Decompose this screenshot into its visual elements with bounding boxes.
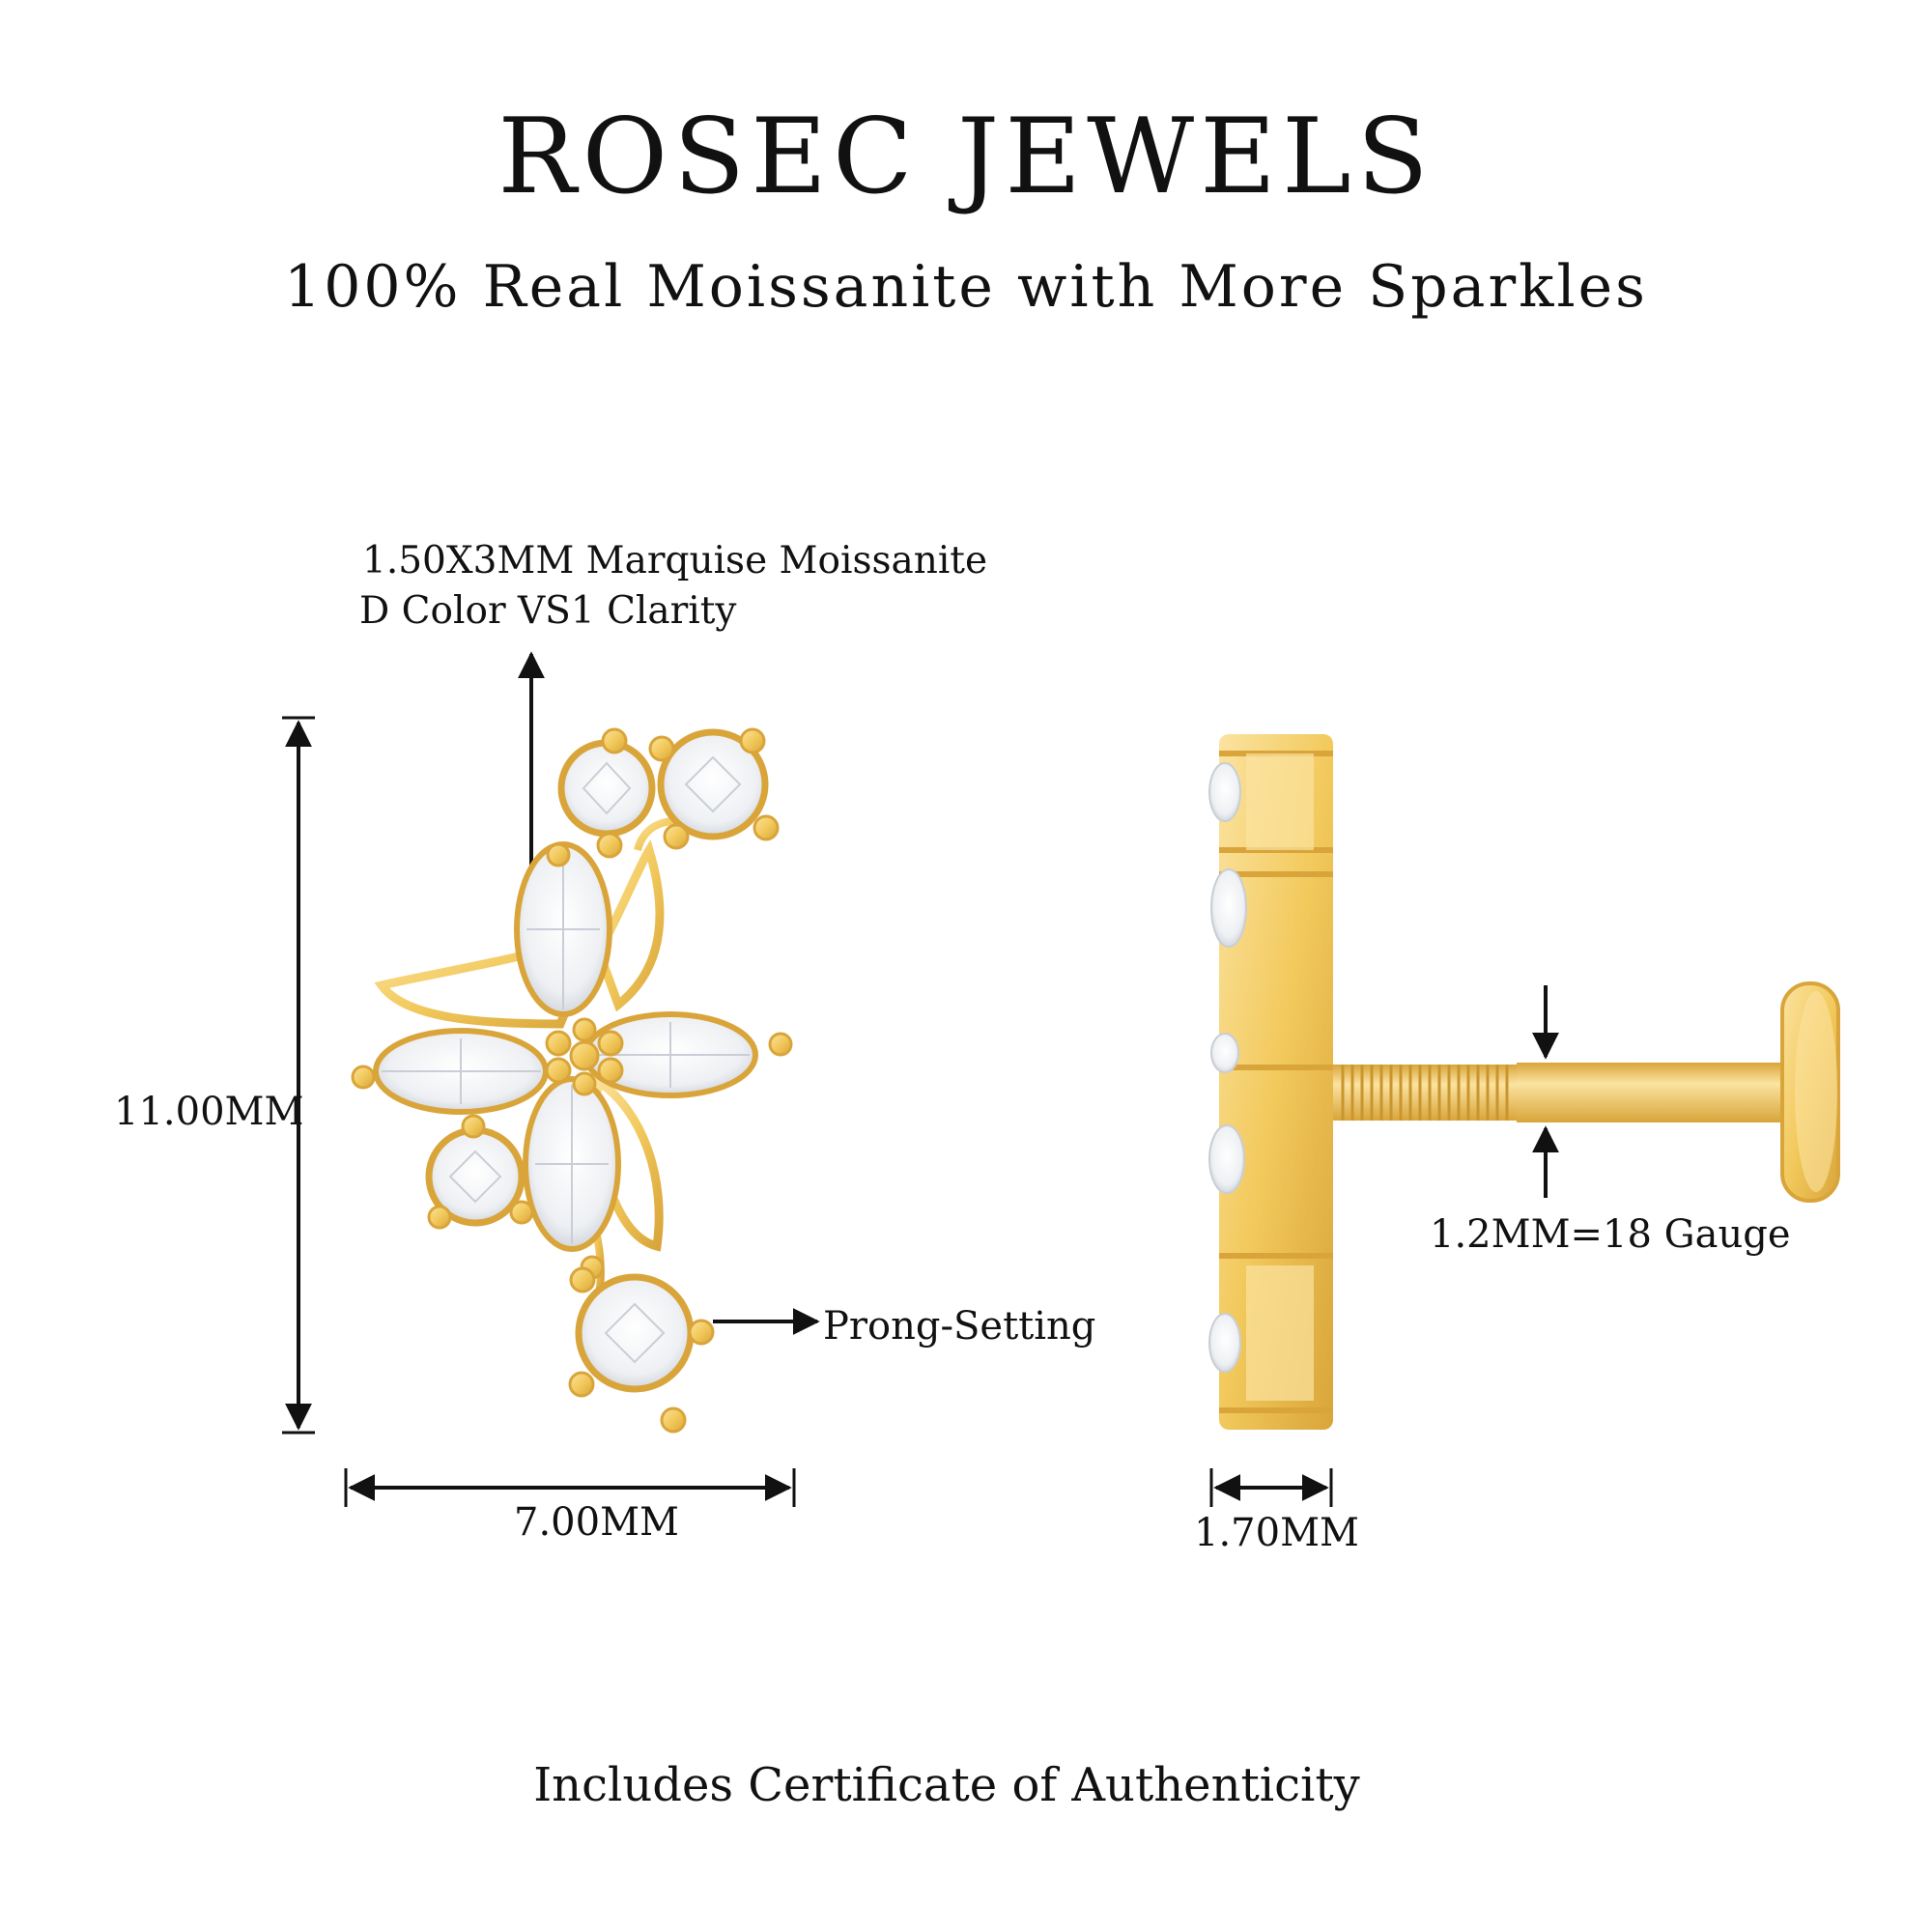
height-dimension-line bbox=[282, 716, 315, 1435]
prong-setting-label: Prong-Setting bbox=[823, 1304, 1096, 1349]
stone-spec-size: 1.50X3MM Marquise Moissanite bbox=[362, 539, 988, 582]
width-dimension-line bbox=[344, 1468, 796, 1507]
stone-spec-grade: D Color VS1 Clarity bbox=[359, 589, 737, 633]
width-dimension-label: 7.00MM bbox=[514, 1500, 679, 1545]
tagline: 100% Real Moissanite with More Sparkles bbox=[284, 253, 1648, 321]
brand-title: ROSEC JEWELS bbox=[497, 97, 1435, 217]
gauge-label: 1.2MM=18 Gauge bbox=[1430, 1212, 1791, 1257]
earring-front-view bbox=[351, 727, 793, 1434]
earring-side-view bbox=[1208, 734, 1840, 1430]
certificate-note: Includes Certificate of Authenticity bbox=[533, 1758, 1360, 1812]
depth-dimension-label: 1.70MM bbox=[1194, 1511, 1359, 1555]
height-dimension-label: 11.00MM bbox=[114, 1090, 304, 1134]
depth-dimension-line bbox=[1209, 1468, 1333, 1507]
